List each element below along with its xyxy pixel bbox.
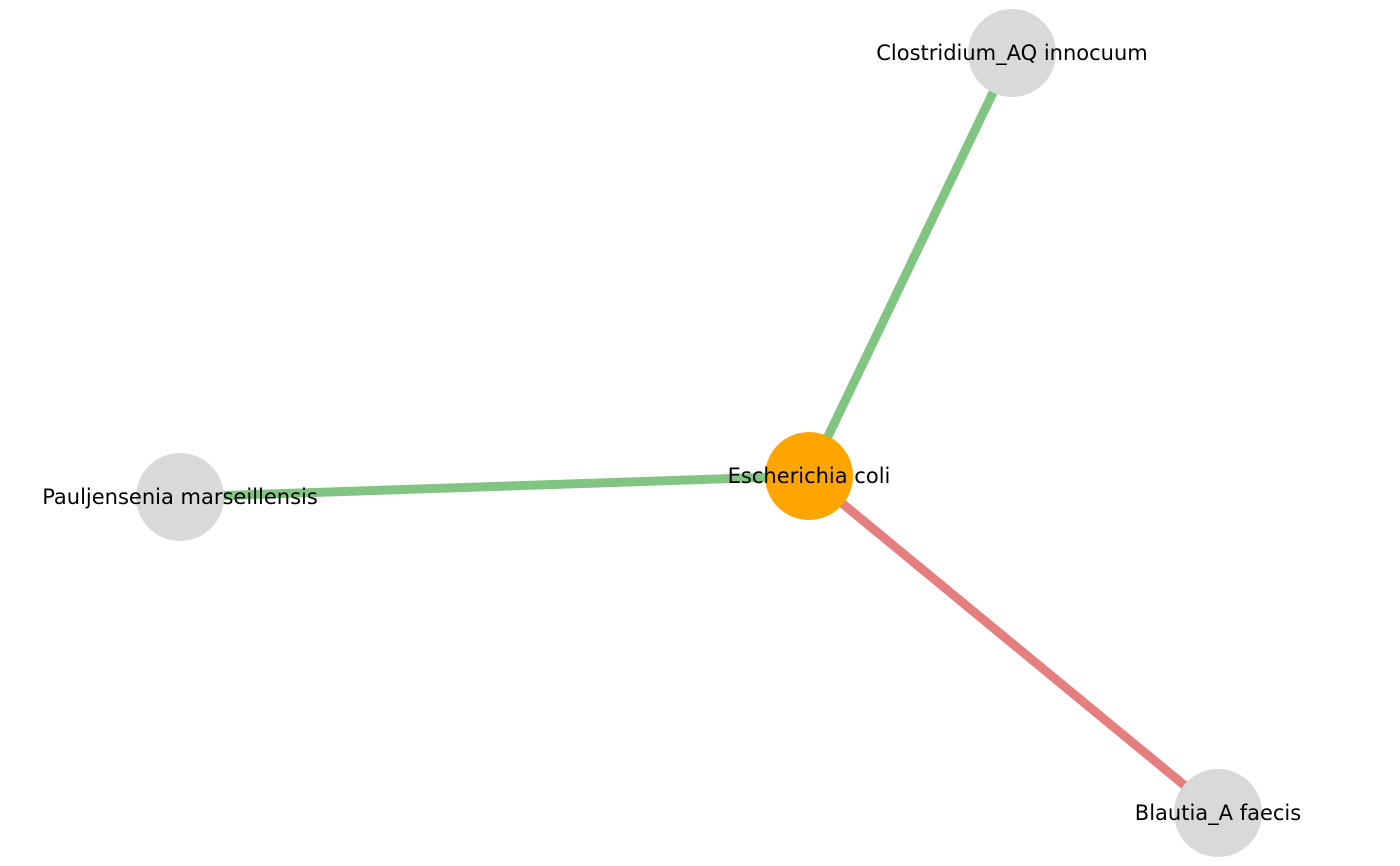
edge-ecoli-blautia-negative	[806, 472, 1221, 817]
node-blautia[interactable]	[1174, 769, 1262, 857]
labels-layer: Escherichia coli Clostridium_AQ innocuumP…	[42, 41, 1301, 826]
edge-ecoli-pauljensenia-positive	[179, 471, 810, 502]
node-label-blautia: Blautia_A faecis	[1135, 801, 1301, 826]
edges-layer	[179, 51, 1221, 817]
node-label-clostridium: Clostridium_AQ innocuum	[876, 41, 1148, 66]
edge-ecoli-clostridium-positive	[804, 51, 1017, 478]
node-ecoli[interactable]	[765, 432, 853, 520]
node-label-ecoli: Escherichia coli	[728, 464, 891, 488]
node-clostridium[interactable]	[968, 9, 1056, 97]
node-label-pauljensenia: Pauljensenia marseillensis	[42, 485, 318, 509]
node-pauljensenia[interactable]	[136, 453, 224, 541]
nodes-layer	[136, 9, 1262, 857]
